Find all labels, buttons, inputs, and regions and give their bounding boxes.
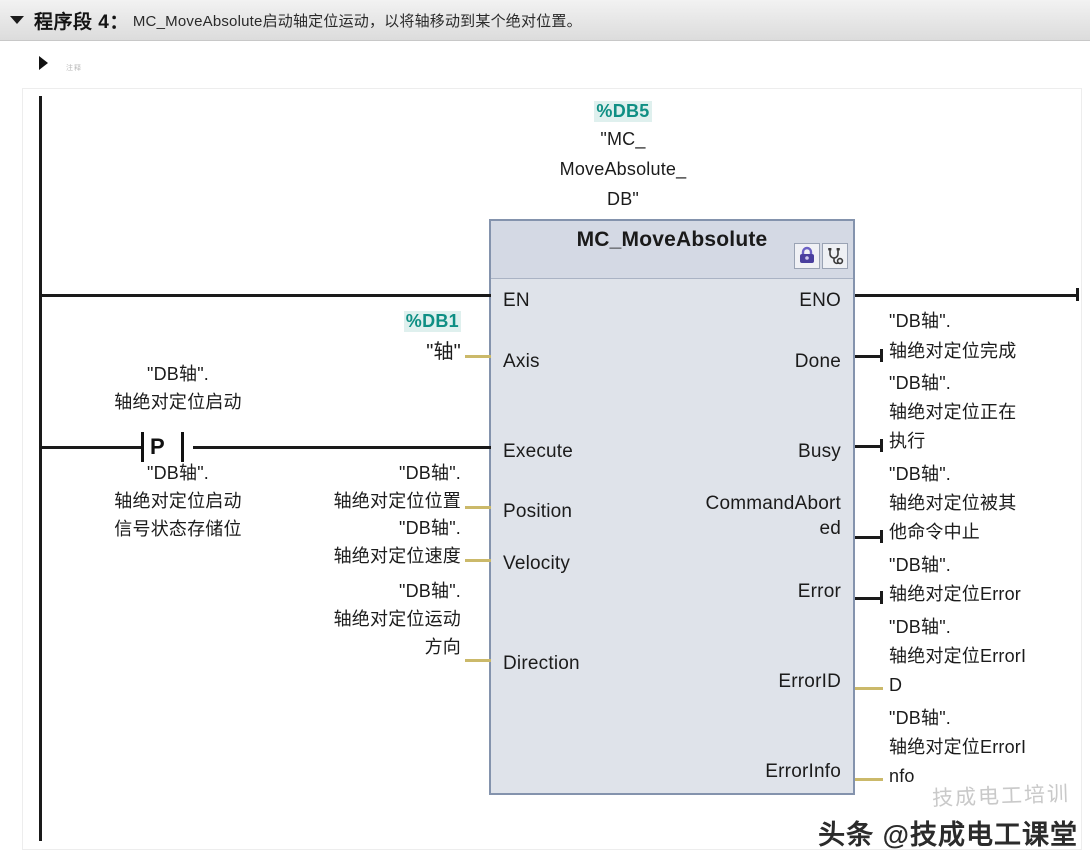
pin-label-en: EN [503, 290, 530, 311]
contact-operand-below-line3: 信号状态存储位 [114, 519, 242, 539]
axis-db-number: %DB1 [403, 311, 461, 333]
function-block-mc-moveabsolute[interactable]: MC_MoveAbsolute [489, 219, 855, 795]
triangle-right-icon [38, 56, 48, 70]
errorinfo-operand-line1: "DB轴". [889, 708, 951, 728]
pin-label-execute: Execute [503, 441, 574, 462]
triangle-down-icon [10, 16, 24, 24]
wire-errorid [855, 687, 883, 690]
wire-done [855, 355, 883, 358]
busy-operand-line2: 轴绝对定位正在 [889, 402, 1017, 422]
wire-eno-terminal [1076, 288, 1079, 301]
wire-busy [855, 445, 883, 448]
wire-errorinfo [855, 778, 883, 781]
pin-label-commandaborted-line1: CommandAbort [705, 493, 841, 514]
wire-en-rung [41, 294, 491, 297]
contact-operand-below-line2: 轴绝对定位启动 [114, 491, 242, 511]
wire-execute-left [41, 446, 141, 449]
function-block-icon-group [794, 243, 848, 269]
network-description: MC_MoveAbsolute启动轴定位运动，以将轴移动到某个绝对位置。 [132, 12, 582, 30]
ladder-rung-canvas: %DB5 "MC_ MoveAbsolute_ DB" MC_MoveAbsol… [22, 88, 1082, 850]
comment-expander-button[interactable] [26, 41, 60, 85]
network-comment-row: 注释 [0, 41, 1090, 85]
position-operand-line2: 轴绝对定位位置 [333, 491, 461, 511]
wire-velocity [465, 559, 491, 562]
power-rail [39, 96, 42, 841]
axis-db-label: %DB1 [261, 311, 461, 333]
network-title: 程序段 4： [34, 11, 129, 33]
pin-label-axis: Axis [503, 351, 540, 372]
direction-operand-line3: 方向 [424, 637, 461, 657]
done-operand-line1: "DB轴". [889, 311, 951, 331]
instance-db-name-line-2: MoveAbsolute_ [559, 159, 687, 179]
wire-position [465, 506, 491, 509]
pin-label-done: Done [794, 351, 841, 372]
network-header-bar: 程序段 4： MC_MoveAbsolute启动轴定位运动，以将轴移动到某个绝对… [0, 0, 1090, 41]
instance-db-number: %DB5 [594, 101, 652, 123]
network-comment-placeholder: 注释 [66, 64, 82, 72]
wire-execute-right [193, 446, 491, 449]
watermark-text: 头条 @技成电工课堂 [818, 820, 1078, 850]
pin-label-eno: ENO [799, 290, 841, 311]
contact-operand-below-line1: "DB轴". [147, 463, 209, 483]
wire-error-terminal [880, 591, 883, 604]
busy-operand-line3: 执行 [889, 431, 926, 451]
direction-operand-line1: "DB轴". [399, 581, 461, 601]
pin-label-error: Error [797, 581, 841, 602]
pin-label-errorid: ErrorID [778, 671, 841, 692]
contact-operand-above-line1: "DB轴". [147, 364, 209, 384]
commandaborted-operand-line3: 他命令中止 [889, 522, 980, 542]
wire-done-terminal [880, 349, 883, 362]
contact-operand-above-line2: 轴绝对定位启动 [114, 392, 242, 412]
wire-error [855, 597, 883, 600]
pin-label-velocity: Velocity [503, 553, 571, 574]
wire-commandaborted-terminal [880, 530, 883, 543]
network-expander-button[interactable] [0, 0, 34, 40]
positive-edge-contact[interactable]: P [141, 432, 193, 462]
commandaborted-operand-line2: 轴绝对定位被其 [889, 493, 1017, 513]
errorid-operand-line2: 轴绝对定位ErrorI [889, 646, 1027, 666]
pin-label-position: Position [503, 501, 573, 522]
function-block-header: MC_MoveAbsolute [491, 221, 853, 279]
pin-label-direction: Direction [503, 653, 580, 674]
pin-label-commandaborted-line2: ed [819, 518, 841, 539]
done-operand-line2: 轴绝对定位完成 [889, 341, 1017, 361]
stethoscope-icon[interactable] [822, 243, 848, 269]
pin-label-errorinfo: ErrorInfo [765, 761, 841, 782]
wire-eno [855, 294, 1079, 297]
wire-direction [465, 659, 491, 662]
contact-letter-p: P [150, 434, 165, 459]
velocity-operand-line1: "DB轴". [399, 518, 461, 538]
position-operand-line1: "DB轴". [399, 463, 461, 483]
instance-db-name-line-1: "MC_ [600, 129, 646, 149]
errorinfo-operand-line2: 轴绝对定位ErrorI [889, 737, 1027, 757]
wire-axis [465, 355, 491, 358]
error-operand-line2: 轴绝对定位Error [889, 584, 1021, 604]
wire-busy-terminal [880, 439, 883, 452]
instance-db-name-line-3: DB" [607, 189, 639, 209]
lock-icon[interactable] [794, 243, 820, 269]
axis-operand-name: "轴" [426, 341, 461, 363]
watermark-ghost-text: 技成电工培训 [931, 782, 1071, 811]
instance-db-label: %DB5 [523, 101, 723, 123]
wire-commandaborted [855, 536, 883, 539]
contact-left-bar [141, 432, 144, 462]
busy-operand-line1: "DB轴". [889, 373, 951, 393]
direction-operand-line2: 轴绝对定位运动 [333, 609, 461, 629]
pin-label-busy: Busy [797, 441, 841, 462]
function-block-title: MC_MoveAbsolute [576, 228, 768, 251]
errorid-operand-line3: D [889, 675, 903, 695]
error-operand-line1: "DB轴". [889, 555, 951, 575]
errorid-operand-line1: "DB轴". [889, 617, 951, 637]
errorinfo-operand-line3: nfo [889, 766, 915, 786]
contact-right-bar [181, 432, 184, 462]
velocity-operand-line2: 轴绝对定位速度 [333, 546, 461, 566]
commandaborted-operand-line1: "DB轴". [889, 464, 951, 484]
